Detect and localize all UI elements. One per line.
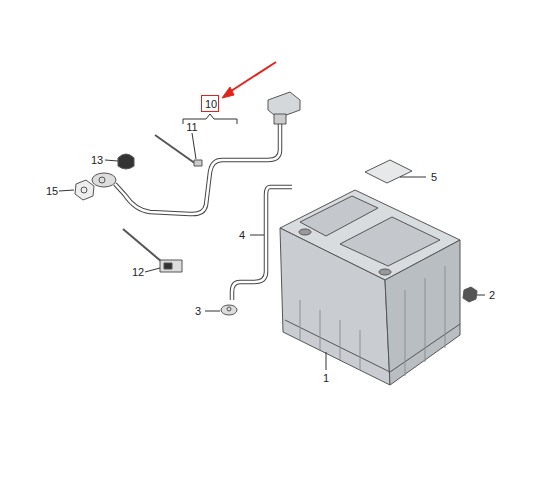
callout-number: 4 (238, 229, 246, 241)
callout-number: 5 (430, 171, 438, 183)
callout-number: 2 (488, 289, 496, 301)
callout-number: 15 (45, 185, 59, 197)
callout-number: 11 (185, 121, 198, 133)
highlight-box: 10 (201, 95, 219, 112)
callout-number: 13 (90, 154, 104, 166)
callout-number: 1 (322, 372, 330, 384)
callout-number: 10 (205, 98, 215, 110)
callout-number: 12 (131, 266, 145, 278)
callout-number: 3 (194, 305, 202, 317)
